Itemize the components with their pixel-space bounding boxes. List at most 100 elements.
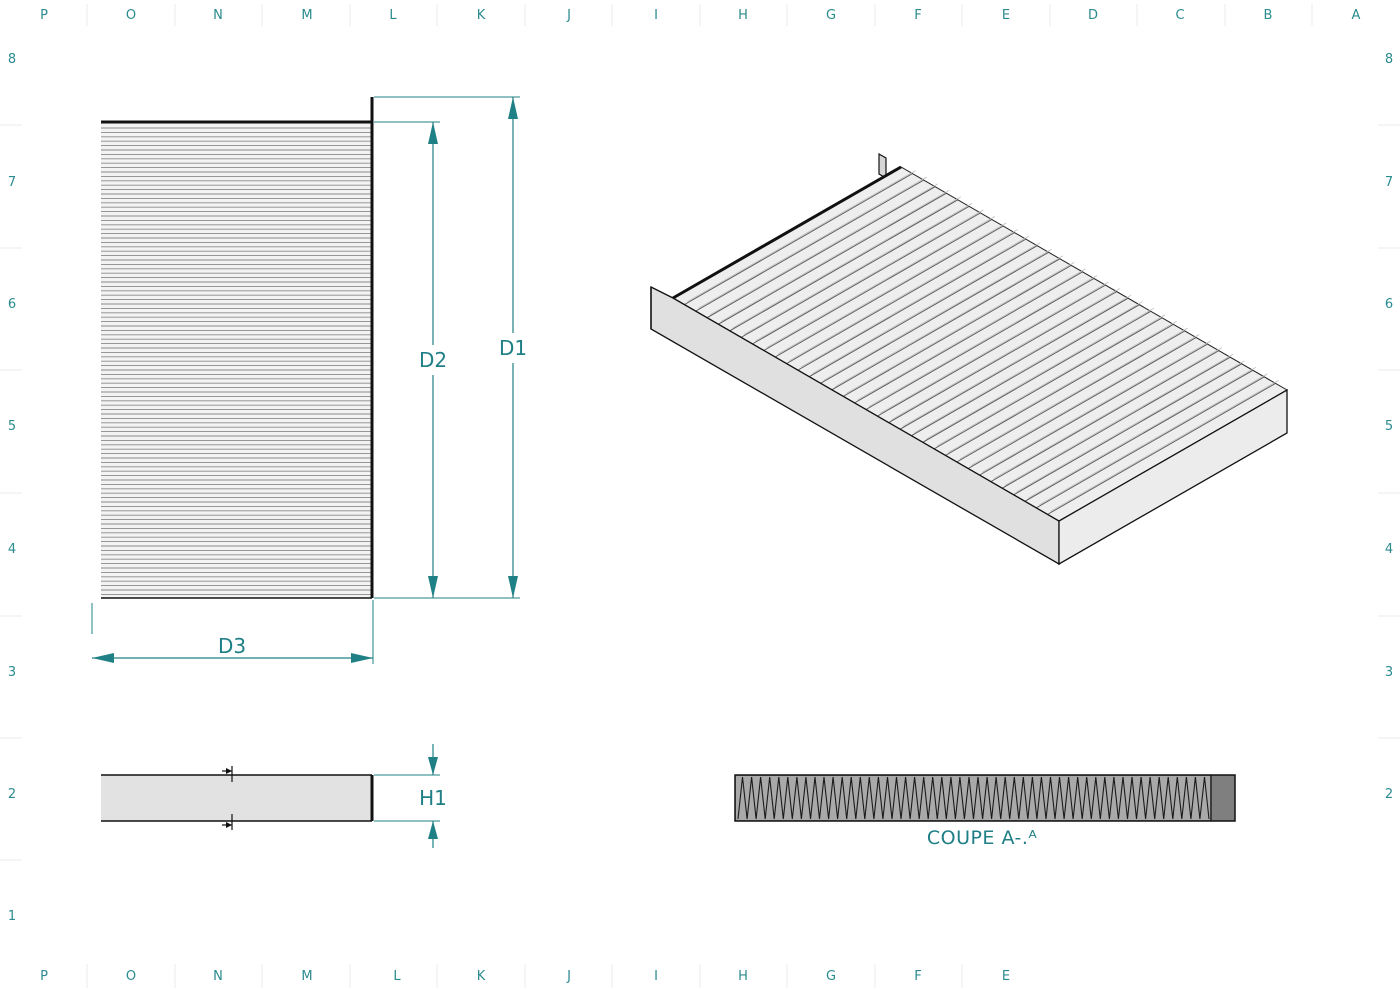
zone-labels-right: 8 7 6 5 4 3 2 xyxy=(1385,52,1393,802)
pleat-ridge xyxy=(695,179,924,312)
zone-dividers xyxy=(0,4,1400,988)
section-cut-marker xyxy=(222,766,233,830)
section-view: COUPE A-.ᴬ xyxy=(734,774,1236,849)
pleat-shade xyxy=(800,235,1030,368)
pleat-shade xyxy=(721,189,950,322)
dimension-h1: H1 xyxy=(374,744,447,848)
pleat-shade xyxy=(846,262,1075,394)
zone-row-left: 2 xyxy=(8,787,16,802)
zone-col-bottom: H xyxy=(738,969,748,984)
pleat-shade xyxy=(971,334,1200,466)
pleat-ridge xyxy=(797,238,1027,371)
pleat-ridge xyxy=(967,337,1197,469)
dimension-d1: D1 xyxy=(374,96,527,598)
pleat-ridge xyxy=(763,219,993,351)
zone-row-left: 1 xyxy=(8,909,16,924)
pleat-shade xyxy=(766,216,995,348)
pleat-ridge xyxy=(933,317,1163,450)
pleat-ridge xyxy=(922,310,1152,443)
pleat-shade xyxy=(778,222,1007,355)
pleat-shade xyxy=(993,347,1223,479)
pleat-shade xyxy=(755,209,984,342)
zone-row-right: 2 xyxy=(1385,787,1393,802)
pleat-shade xyxy=(1039,373,1268,506)
zone-col-top: I xyxy=(654,8,658,23)
pleat-shade xyxy=(936,314,1166,447)
pleat-ridge xyxy=(786,232,1015,364)
pleat-ridge xyxy=(718,192,947,325)
zone-row-left: 3 xyxy=(8,665,16,680)
section-pleats xyxy=(737,776,1210,820)
zone-col-top: N xyxy=(213,8,223,23)
zone-col-top: B xyxy=(1264,8,1273,23)
zone-col-top: P xyxy=(40,8,48,23)
pleat-shade xyxy=(732,196,961,329)
pleat-shade xyxy=(1050,380,1279,512)
pleat-ridge xyxy=(808,245,1038,378)
pleat-ridge xyxy=(899,297,1129,430)
pleat-ridge xyxy=(888,291,1117,423)
pleat-ridge xyxy=(854,271,1083,404)
pleat-ridge xyxy=(843,265,1072,397)
zone-row-right: 5 xyxy=(1385,419,1393,434)
top-view-pleats xyxy=(101,127,372,595)
pleat-ridge xyxy=(911,304,1140,437)
zone-col-bottom: P xyxy=(40,969,48,984)
pleat-shade xyxy=(948,321,1177,453)
zone-col-top: O xyxy=(126,8,136,23)
zone-col-bottom: E xyxy=(1002,969,1010,984)
pleat-shade xyxy=(914,301,1143,434)
pleat-shade xyxy=(812,242,1041,375)
zone-row-right: 8 xyxy=(1385,52,1393,67)
zone-col-bottom: O xyxy=(126,969,136,984)
top-view xyxy=(101,97,374,599)
zone-col-bottom: N xyxy=(213,969,223,984)
zone-col-bottom: F xyxy=(914,969,921,984)
side-view-body xyxy=(101,775,372,821)
zone-col-top: C xyxy=(1175,8,1184,23)
pleat-ridge xyxy=(990,350,1220,482)
dimension-d2: D2 xyxy=(374,121,520,599)
zone-col-bottom: K xyxy=(477,969,486,984)
zone-col-bottom: M xyxy=(301,969,312,984)
pleat-ridge xyxy=(774,225,1004,358)
zone-col-top: A xyxy=(1352,8,1361,23)
pleat-ridge xyxy=(1001,356,1231,489)
pleat-shade xyxy=(1005,353,1234,486)
zone-row-right: 4 xyxy=(1385,542,1393,557)
zone-col-top: F xyxy=(914,8,921,23)
isometric-view xyxy=(650,152,1289,566)
zone-col-top: M xyxy=(301,8,312,23)
zone-row-right: 6 xyxy=(1385,297,1393,312)
zone-row-right: 3 xyxy=(1385,665,1393,680)
pleat-shade xyxy=(687,170,916,302)
pleat-shade xyxy=(709,183,939,316)
pleat-ridge xyxy=(684,173,913,305)
pleat-ridge xyxy=(865,278,1095,410)
pleat-shade xyxy=(891,288,1120,420)
side-view xyxy=(101,766,374,830)
pleat-shade xyxy=(743,203,973,335)
dimension-label-h1: H1 xyxy=(419,786,447,810)
zone-col-bottom: G xyxy=(826,969,836,984)
zone-labels-top: P O N M L K J I H G F E D C B A xyxy=(40,8,1360,23)
zone-row-left: 4 xyxy=(8,542,16,557)
pleat-shade xyxy=(857,268,1086,401)
pleat-shade xyxy=(1016,360,1245,493)
pleat-ridge xyxy=(706,186,936,319)
pleat-shade xyxy=(880,281,1109,414)
pleat-ridge xyxy=(945,324,1174,456)
pleat-shade xyxy=(868,275,1098,407)
zone-row-left: 5 xyxy=(8,419,16,434)
pleat-ridge xyxy=(831,258,1061,391)
isometric-pleats xyxy=(684,170,1279,515)
pleat-shade xyxy=(959,327,1188,460)
pleat-ridge xyxy=(1036,376,1265,509)
pleat-ridge xyxy=(979,343,1208,476)
pleat-ridge xyxy=(752,212,981,345)
zone-labels-left: 8 7 6 5 4 3 2 1 xyxy=(8,52,16,924)
pleat-ridge xyxy=(740,206,970,338)
zone-col-top: J xyxy=(566,8,571,23)
dimension-label-d2: D2 xyxy=(419,348,447,372)
section-label: COUPE A-.ᴬ xyxy=(927,827,1038,849)
